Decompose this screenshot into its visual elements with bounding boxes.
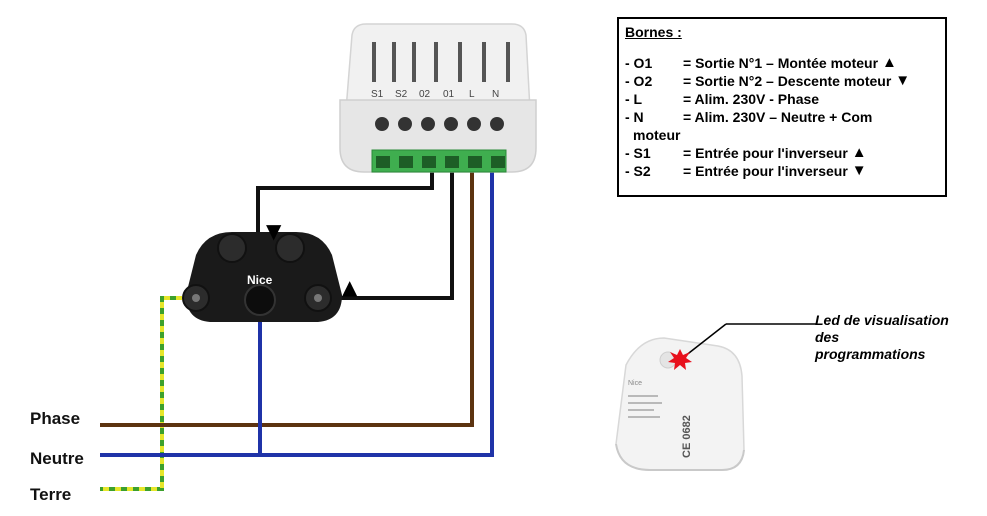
legend-row-s2: - S2 = Entrée pour l'inverseur ▼ [625, 162, 867, 179]
led-device-brand: Nice [628, 380, 642, 387]
terminal-block [371, 149, 507, 173]
legend-row-o2: - O2 = Sortie N°2 – Descente moteur ▼ [625, 72, 911, 89]
motor-brand-label: Nice [247, 273, 273, 287]
led-red-star-icon [668, 349, 692, 370]
phase-label: Phase [30, 409, 81, 428]
legend-title: Bornes : [625, 24, 682, 40]
led-device: Nice CE 0682 [615, 337, 745, 471]
terminal-label-01: 01 [443, 89, 455, 100]
terminal-label-l: L [469, 89, 475, 100]
up-triangle-icon: ▲ [851, 144, 867, 161]
neutre-label: Neutre [30, 449, 84, 468]
phase-wire [100, 172, 474, 427]
down-arrow-icon: ▼ [266, 219, 282, 243]
terminal-label-s2: S2 [395, 89, 408, 100]
motor: Nice [182, 232, 342, 322]
led-callout-label: Led de visualisation des programmations [815, 312, 949, 362]
legend-row-n-continuation: moteur [633, 127, 681, 143]
terre-label: Terre [30, 485, 72, 504]
legend-row-n: - N = Alim. 230V – Neutre + Com [625, 109, 873, 125]
legend-row-o1: - O1 = Sortie N°1 – Montée moteur ▲ [625, 54, 897, 71]
down-triangle-icon: ▼ [895, 72, 911, 89]
led-device-marking: CE 0682 [681, 415, 693, 458]
legend-row-l: - L = Alim. 230V - Phase [625, 91, 820, 107]
down-command-wire [256, 172, 434, 245]
up-command-wire [322, 172, 454, 300]
up-triangle-icon: ▲ [882, 54, 897, 71]
micro-module: S1 S2 02 01 L N [339, 23, 537, 173]
terminal-label-s1: S1 [371, 89, 384, 100]
terminal-label-n: N [492, 89, 499, 100]
neutral-wire [100, 172, 494, 457]
terminal-label-02: 02 [419, 89, 431, 100]
up-arrow-icon: ▲ [342, 275, 358, 299]
terminal-legend: Bornes : - O1 = Sortie N°1 – Montée mote… [617, 17, 947, 197]
legend-row-s1: - S1 = Entrée pour l'inverseur ▲ [625, 144, 867, 161]
earth-wire [100, 296, 182, 491]
terminal-slots [372, 42, 510, 82]
terminal-screws [375, 117, 504, 131]
down-triangle-icon: ▼ [851, 162, 867, 179]
